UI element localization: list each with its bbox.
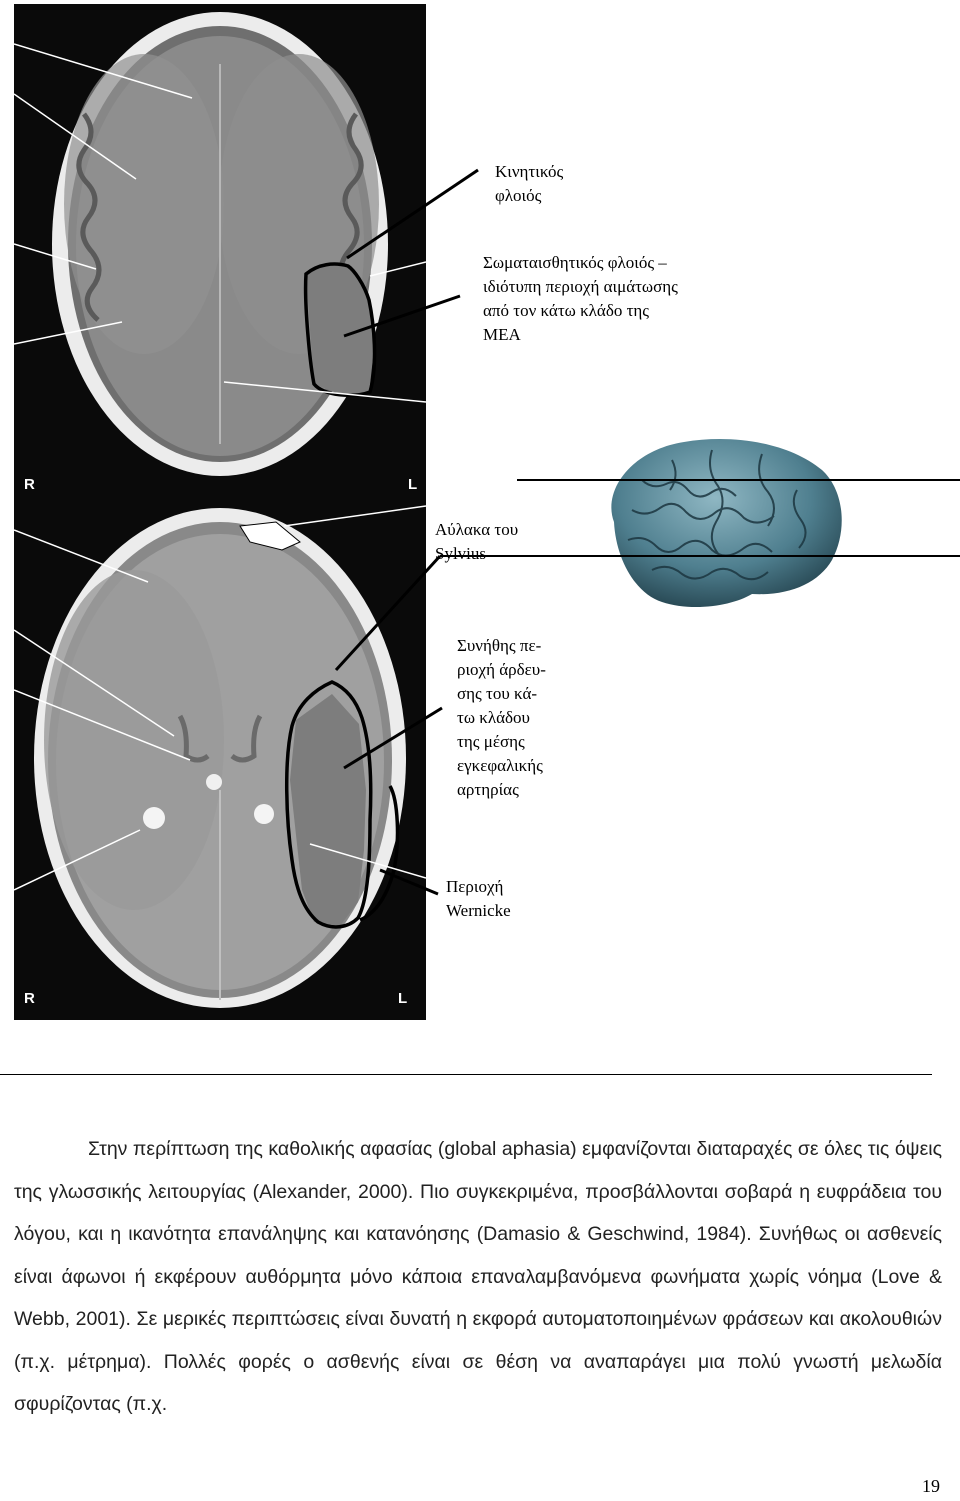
caption-line: της μέσης [457, 732, 525, 751]
horizontal-rule [0, 1074, 932, 1075]
caption-motor-cortex: Κινητικός φλοιός [495, 160, 563, 208]
caption-line: ιδιότυπη περιοχή αιμάτωσης [483, 277, 678, 296]
caption-line: τω κλάδου [457, 708, 530, 727]
caption-sylvian-fissure: Αύλακα του Sylvius [435, 518, 518, 566]
brain-illustration [611, 439, 842, 608]
ct-scan-top-image [14, 4, 426, 492]
caption-line: Αύλακα του [435, 520, 519, 539]
caption-mca-territory: Συνήθης πε- ριοχή άρδευ- σης του κά- τω … [457, 634, 546, 802]
caption-line: ριοχή άρδευ- [457, 660, 546, 679]
caption-wernicke-area: Περιοχή Wernicke [446, 875, 511, 923]
caption-line: αρτηρίας [457, 780, 519, 799]
leader-lines [334, 168, 960, 896]
caption-line: φλοιός [495, 186, 542, 205]
ct-scan-bottom-image [14, 490, 426, 1020]
figure: R L R L [14, 4, 960, 1020]
body-paragraph: Στην περίπτωση της καθολικής αφασίας (gl… [14, 1138, 942, 1415]
right-side-label: R [24, 990, 35, 1007]
caption-somatosensory-cortex: Σωματαισθητικός φλοιός – ιδιότυπη περιοχ… [483, 251, 678, 347]
right-side-label: R [24, 476, 35, 492]
ct-scan-top: R L [14, 4, 426, 492]
caption-line: εγκεφαλικής [457, 756, 543, 775]
ct-scan-bottom: R L [14, 490, 426, 1020]
caption-line: Περιοχή [446, 877, 504, 896]
caption-line: Συνήθης πε- [457, 636, 542, 655]
caption-line: Κινητικός [495, 162, 564, 181]
page-number: 19 [922, 1476, 940, 1496]
caption-line: σης του κά- [457, 684, 538, 703]
caption-line: Wernicke [446, 901, 511, 920]
caption-line: Σωματαισθητικός φλοιός – [483, 253, 667, 272]
left-side-label: L [408, 476, 418, 492]
left-side-label: L [398, 990, 408, 1007]
caption-line: ΜΕΑ [483, 325, 521, 344]
caption-line: από τον κάτω κλάδο της [483, 301, 650, 320]
caption-line: Sylvius [435, 544, 487, 563]
brain-shape [611, 439, 842, 608]
